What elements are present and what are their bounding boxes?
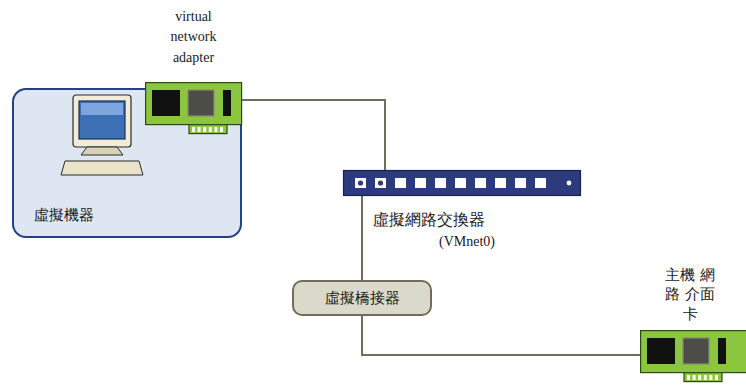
chip — [718, 338, 726, 364]
card-edge-connector — [684, 373, 722, 382]
switch-body — [344, 171, 581, 196]
network-link — [242, 100, 385, 170]
switch-port — [475, 178, 486, 188]
network-adapter-card: virtual network adapter — [145, 82, 242, 134]
connector-pin — [715, 375, 718, 380]
card-board — [146, 83, 242, 125]
switch-port — [535, 178, 546, 188]
card-illustration — [640, 330, 746, 385]
chip — [223, 90, 231, 116]
switch-port — [435, 178, 446, 188]
node-label: 主機 網路 介面卡 — [665, 266, 715, 325]
card-illustration — [145, 82, 244, 138]
connector-pin — [203, 127, 206, 132]
chip — [152, 90, 180, 116]
card-edge-connector — [189, 125, 227, 134]
switch-port — [355, 178, 366, 188]
monitor-stand — [81, 147, 123, 155]
connector-pin — [209, 127, 212, 132]
screen-glare — [81, 103, 123, 115]
host-nic-card: 主機 網路 介面卡 — [640, 330, 746, 385]
chip — [683, 338, 709, 364]
virtual-machine-box: 虛擬機器virtual network adapter — [12, 88, 242, 238]
connector-pin — [704, 375, 707, 380]
node-label: 虛擬橋接器 — [325, 289, 400, 307]
connector-pin — [220, 127, 223, 132]
switch-port — [375, 178, 386, 188]
connector-pin — [687, 375, 690, 380]
node-label: 虛擬機器 — [34, 206, 94, 224]
connector-pin — [698, 375, 701, 380]
connector-pin — [192, 127, 195, 132]
switch-illustration — [343, 170, 581, 196]
card-board — [641, 331, 746, 373]
network-link — [361, 196, 363, 280]
network-link — [362, 316, 640, 355]
connector-pin — [214, 127, 217, 132]
connector-pin — [198, 127, 201, 132]
node-label: virtual network adapter — [158, 7, 230, 68]
switch-port — [415, 178, 426, 188]
switch-port — [455, 178, 466, 188]
node-label: 虛擬網路交換器 — [373, 210, 485, 229]
chip — [188, 90, 214, 116]
switch-port — [495, 178, 506, 188]
monitor-frame — [73, 95, 131, 147]
monitor-screen — [79, 101, 125, 139]
port-plug — [358, 180, 363, 185]
computer-icon — [61, 95, 143, 175]
switch-port — [395, 178, 406, 188]
connector-pin — [709, 375, 712, 380]
connector-pin — [693, 375, 696, 380]
chip — [647, 338, 675, 364]
virtual-bridge-box: 虛擬橋接器 — [292, 280, 432, 316]
virtual-switch: 虛擬網路交換器(VMnet0) — [343, 170, 581, 196]
node-label: (VMnet0) — [439, 234, 495, 251]
status-led — [567, 181, 572, 186]
switch-port — [515, 178, 526, 188]
keyboard — [61, 161, 143, 175]
port-plug — [378, 180, 383, 185]
